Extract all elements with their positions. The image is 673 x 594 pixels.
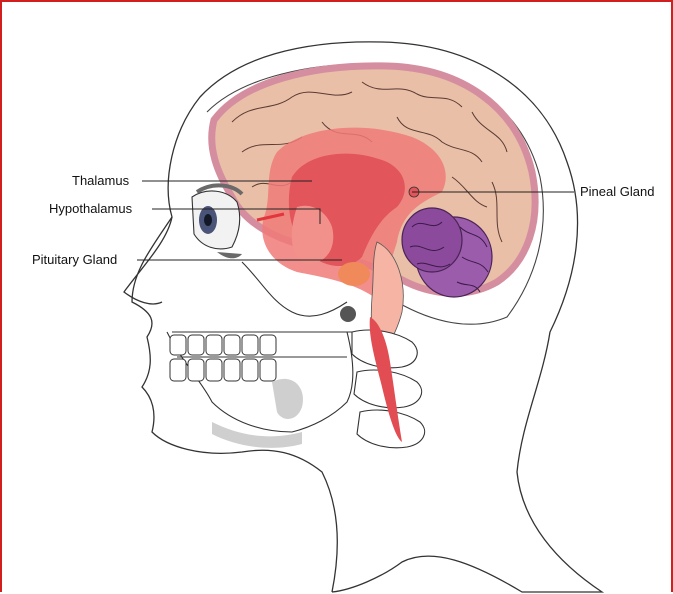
foramen (340, 306, 356, 322)
cheek-shade (272, 379, 303, 419)
label-pineal-gland: Pineal Gland (580, 184, 654, 199)
label-pituitary-gland: Pituitary Gland (32, 252, 117, 267)
label-thalamus: Thalamus (72, 173, 130, 188)
teeth (170, 335, 276, 381)
jaw-shade (212, 422, 302, 448)
label-hypothalamus: Hypothalamus (49, 201, 133, 216)
pituitary-gland (338, 262, 370, 286)
